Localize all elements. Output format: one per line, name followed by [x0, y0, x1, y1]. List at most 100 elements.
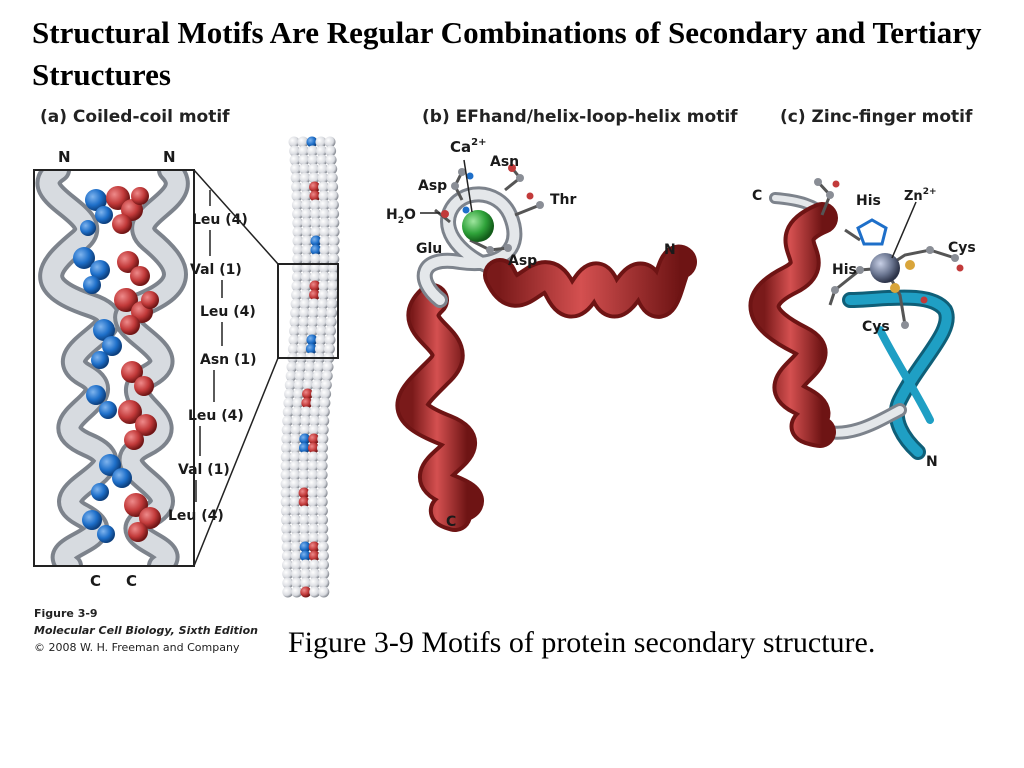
- coil-atom: [290, 172, 302, 184]
- coil-atom: [318, 289, 330, 301]
- coil-atom: [317, 433, 329, 445]
- coil-atom: [309, 559, 320, 571]
- residue-label-val-1: Val (1): [190, 262, 242, 278]
- coil-atom: [290, 514, 301, 526]
- coil-atom: [291, 190, 303, 202]
- coil-atom: [327, 280, 339, 292]
- coil-atom: [328, 226, 340, 238]
- coil-atom: [308, 550, 320, 562]
- coil-atom: [319, 244, 331, 256]
- coil-atom: [291, 289, 303, 301]
- coil-atom: [316, 469, 328, 481]
- credit-copyright: © 2008 W. H. Freeman and Company: [34, 641, 240, 654]
- coil-atom: [292, 397, 304, 409]
- coil-atom: [307, 469, 319, 481]
- residue-label-leu-3: Leu (4): [188, 408, 244, 424]
- coil-atom: [298, 451, 310, 463]
- coil-atom: [297, 334, 309, 346]
- coil-atom: [290, 550, 302, 562]
- coil-atom: [308, 523, 320, 535]
- coil-atom: [291, 199, 303, 211]
- coil-atom: [289, 460, 301, 472]
- coil-atom: [289, 325, 300, 337]
- coil-atom: [317, 541, 329, 553]
- coil-atom: [281, 433, 293, 445]
- coil-atom: [326, 172, 338, 184]
- coil-atom: [318, 199, 330, 211]
- coil-atom: [325, 316, 337, 328]
- residue-label-leu-1: Leu (4): [192, 212, 248, 228]
- coil-atom: [290, 523, 302, 535]
- coil-atom: [316, 487, 328, 499]
- coil-atom: [318, 415, 330, 427]
- coil-atom: [289, 316, 301, 328]
- coil-atom: [300, 181, 312, 193]
- coil-atom: [281, 541, 293, 553]
- coil-atom: [308, 298, 320, 310]
- space-filling-coil: [280, 136, 340, 598]
- zn-label-his-mid: His: [832, 262, 857, 278]
- coil-atom: [318, 577, 330, 589]
- coil-atom: [298, 460, 310, 472]
- coil-atom: [307, 460, 319, 472]
- coil-atom: [309, 271, 321, 283]
- coil-atom: [310, 253, 322, 265]
- coil-atom: [300, 586, 312, 598]
- coil-atom: [318, 271, 330, 283]
- coil-atom: [309, 586, 321, 598]
- coil-atom: [319, 253, 331, 265]
- coil-atom: [283, 397, 295, 409]
- coil-atom: [282, 586, 294, 598]
- coil-atom: [289, 487, 301, 499]
- zoom-box: [33, 169, 195, 567]
- zn-label-his-top: His: [856, 193, 881, 209]
- coil-atom: [293, 388, 305, 400]
- coil-atom: [319, 226, 331, 238]
- coil-atom: [320, 379, 332, 391]
- coil-atom: [291, 181, 303, 193]
- coil-atom: [318, 190, 330, 202]
- coil-atom: [284, 379, 296, 391]
- coil-atom: [280, 460, 292, 472]
- coil-atom: [327, 271, 339, 283]
- coil-atom: [325, 145, 337, 157]
- ef-label-asp-bottom: Asp: [508, 253, 537, 269]
- coil-atom: [317, 442, 328, 454]
- coil-atom: [301, 244, 313, 256]
- water-label: H2O: [386, 207, 416, 226]
- coil-atom: [307, 451, 319, 463]
- coil-atom: [318, 568, 330, 580]
- coil-atom: [290, 541, 302, 553]
- coil-atom: [301, 397, 313, 409]
- ef-end-c: C: [446, 514, 456, 530]
- coil-atom: [284, 388, 296, 400]
- coil-atom: [298, 145, 310, 157]
- coil-atom: [282, 406, 294, 418]
- coil-atom: [327, 199, 339, 211]
- coil-atom: [326, 163, 338, 175]
- coil-atom: [319, 208, 331, 220]
- slide-title: Structural Motifs Are Regular Combinatio…: [32, 15, 982, 92]
- coil-atom: [295, 361, 307, 373]
- coil-atom: [289, 145, 301, 157]
- coil-atom: [308, 541, 320, 553]
- coil-atom: [292, 217, 304, 229]
- coil-atom: [301, 235, 313, 247]
- coil-atom: [317, 523, 329, 535]
- coil-atom: [301, 262, 313, 274]
- coil-atom: [308, 163, 320, 175]
- coil-atom: [281, 523, 293, 535]
- residue-label-asn: Asn (1): [200, 352, 257, 368]
- coil-atom: [308, 424, 320, 436]
- coil-atom: [299, 541, 311, 553]
- coil-atom: [310, 262, 322, 274]
- coil-atom: [309, 406, 321, 418]
- coil-atom: [291, 559, 302, 571]
- coil-atom: [298, 478, 310, 490]
- coil-atom: [309, 280, 321, 292]
- ef-label-glu: Glu: [416, 241, 442, 257]
- coil-atom: [299, 532, 311, 544]
- zn-end-n: N: [926, 454, 938, 470]
- calcium-label: Ca2+: [450, 137, 486, 156]
- coil-atom: [308, 307, 320, 319]
